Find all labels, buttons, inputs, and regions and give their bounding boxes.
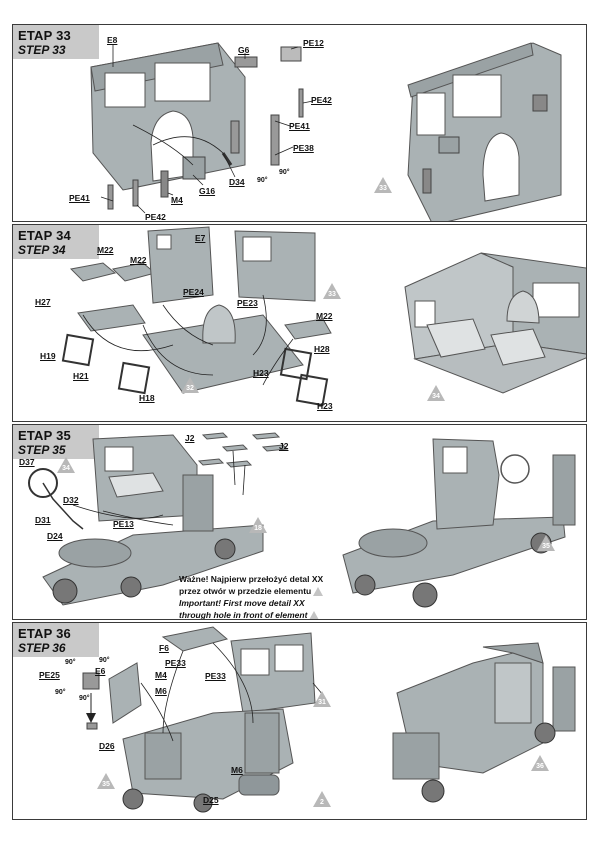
step-reference-number: 2 [320,799,324,806]
part-label-f6: F6 [159,643,169,653]
step-36-panel: ETAP 36 STEP 36 F6 PE33 PE2 [12,622,587,820]
step-35-illustration [28,432,576,608]
note-english-line-1: Important! First move detail XX [179,598,305,608]
part-label-j2: J2 [279,441,289,451]
angle-label: 90° [257,177,268,184]
part-label-e7: E7 [195,233,206,243]
step-label: STEP 35 [18,443,66,457]
step-reference-number: 35 [542,543,550,550]
part-label-e8: E8 [107,35,118,45]
step-reference-marker [249,517,267,533]
step-reference-marker [313,691,331,707]
part-label-j2: J2 [185,433,195,443]
part-label-d25: D25 [203,795,219,805]
part-label-pe24: PE24 [183,287,204,297]
angle-label: 90° [279,169,290,176]
part-label-pe42: PE42 [145,212,166,222]
angle-label: 90° [99,657,110,664]
step-reference-number: 33 [379,185,387,192]
part-label-g6: G6 [238,45,250,55]
part-label-h28: H28 [314,344,330,354]
step-reference-number: 32 [186,385,194,392]
part-label-pe38: PE38 [293,143,314,153]
step-reference-number: 34 [432,393,440,400]
part-label-e6: E6 [95,666,106,676]
step-34-panel: ETAP 34 STEP 34 [12,224,587,422]
part-label-pe25: PE25 [39,670,60,680]
part-label-pe41: PE41 [289,121,310,131]
part-label-d37: D37 [19,457,35,467]
part-label-h19: H19 [40,351,56,361]
step-33-illustration [90,42,562,221]
note-english-line-2-row: through hole in front of element [179,609,369,620]
part-label-h21: H21 [73,371,89,381]
part-label-h23: H23 [317,401,333,411]
assembly-note: Ważne! Najpierw przełożyć detal XX przez… [179,573,369,620]
step-36-illustration [82,626,576,813]
note-polish-line-1: Ważne! Najpierw przełożyć detal XX [179,574,324,584]
step-reference-marker [427,385,445,401]
part-label-d26: D26 [99,741,115,751]
step-34-illustration [61,226,586,407]
part-label-m4: M4 [171,195,183,205]
step-reference-marker [323,283,341,299]
note-polish-line-2: przez otwór w przedzie elementu [179,586,312,596]
part-label-pe41: PE41 [69,193,90,203]
part-label-pe42: PE42 [311,95,332,105]
step-33-panel: ETAP 33 STEP 33 [12,24,587,222]
part-label-d32: D32 [63,495,79,505]
step-reference-marker [531,755,549,771]
step-label: STEP 34 [18,243,66,257]
step-header: ETAP 33 STEP 33 [13,25,99,59]
part-label-pe33: PE33 [205,671,226,681]
step-reference-marker [57,457,75,473]
reference-triangle-icon [309,611,320,619]
etap-label: ETAP 34 [18,228,71,243]
step-reference-marker [97,773,115,789]
step-header: ETAP 36 STEP 36 [13,623,99,657]
step-reference-number: 18 [254,525,262,532]
part-label-pe23: PE23 [237,298,258,308]
step-reference-number: 33 [328,291,336,298]
part-label-d24: D24 [47,531,63,541]
reference-triangle-icon [313,587,324,597]
step-header: ETAP 35 STEP 35 [13,425,99,459]
part-label-g16: G16 [199,186,216,196]
note-polish-line-2-row: przez otwór w przedzie elementu [179,585,369,597]
part-label-h23: H23 [253,368,269,378]
step-reference-number: 31 [318,699,326,706]
step-reference-number: 36 [536,763,544,770]
part-label-h27: H27 [35,297,51,307]
part-label-d34: D34 [229,177,245,187]
part-label-pe12: PE12 [303,38,324,48]
part-label-m6: M6 [155,686,167,696]
step-reference-number: 34 [62,465,70,472]
step-label: STEP 33 [18,43,66,57]
angle-label: 90° [65,659,76,666]
etap-label: ETAP 36 [18,626,71,641]
step-reference-marker [181,377,199,393]
part-label-m4: M4 [155,670,167,680]
step-35-panel: ETAP 35 STEP 35 [12,424,587,620]
part-label-d31: D31 [35,515,51,525]
part-label-m22: M22 [130,255,147,265]
part-label-h18: H18 [139,393,155,403]
step-header: ETAP 34 STEP 34 [13,225,99,259]
step-reference-marker [537,535,555,551]
etap-label: ETAP 33 [18,28,71,43]
part-label-pe33: PE33 [165,658,186,668]
etap-label: ETAP 35 [18,428,71,443]
angle-label: 90° [55,689,66,696]
step-reference-marker [313,791,331,807]
step-reference-marker [374,177,392,193]
note-english-line-2: through hole in front of element [179,610,308,620]
part-label-m22: M22 [97,245,114,255]
step-label: STEP 36 [18,641,66,655]
part-label-pe13: PE13 [113,519,134,529]
angle-label: 90° [79,695,90,702]
part-label-m6: M6 [231,765,243,775]
step-reference-number: 35 [102,781,110,788]
part-label-m22: M22 [316,311,333,321]
